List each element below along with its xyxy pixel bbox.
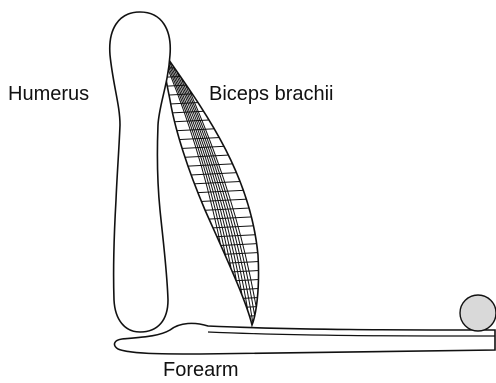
muscle-hatch-line: [150, 162, 270, 168]
muscle-hatch-line: [150, 261, 270, 267]
muscle-hatch-line: [150, 234, 270, 240]
biceps-brachii-label: Biceps brachii: [209, 83, 334, 105]
muscle-hatch-line: [150, 243, 270, 249]
muscle-hatch-line: [150, 126, 270, 132]
weight-ball: [460, 295, 496, 331]
muscle-hatch-line: [150, 108, 270, 114]
forearm-bone: [115, 323, 495, 354]
muscle-hatch-line: [150, 144, 270, 150]
humerus-label: Humerus: [8, 83, 89, 105]
muscle-hatch-line: [150, 225, 270, 231]
muscle-hatch-line: [150, 252, 270, 258]
muscle-hatch-line: [150, 207, 270, 213]
humerus-bone: [110, 12, 171, 332]
muscle-hatch-line: [150, 270, 270, 276]
forearm-label: Forearm: [163, 359, 239, 381]
